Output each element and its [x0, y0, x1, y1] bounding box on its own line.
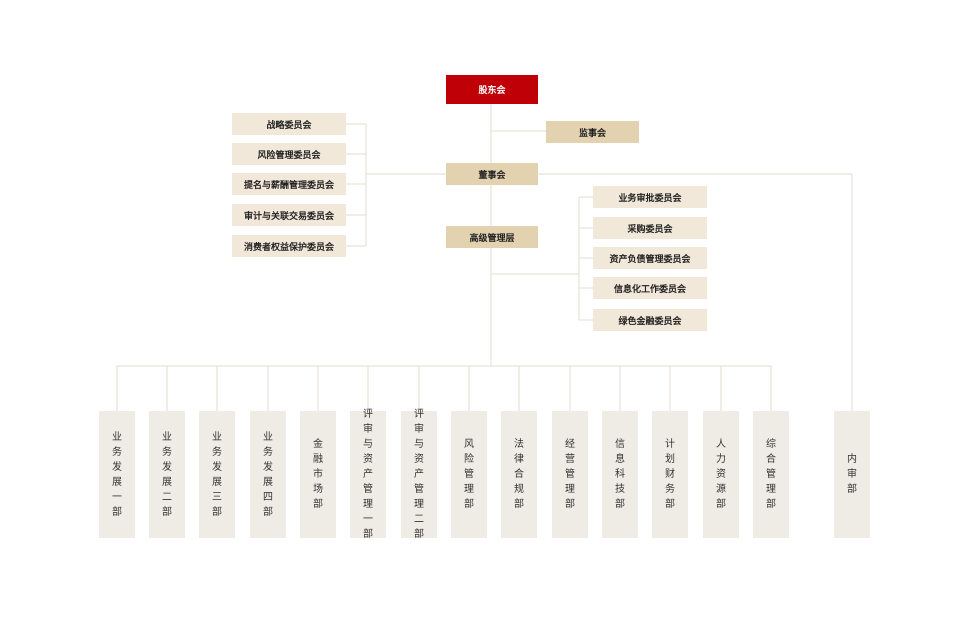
shareholders-label: 股东会	[478, 86, 506, 96]
supervisors-label: 监事会	[578, 128, 606, 139]
mgmt-committee-label: 业务审批委员会	[618, 193, 682, 204]
mgmt-committee-approval: 业务审批委员会	[593, 186, 707, 208]
department-box: 法律合规部	[501, 411, 537, 538]
board-committee-strategy: 战略委员会	[232, 113, 346, 135]
department-box: 经营管理部	[552, 411, 588, 538]
mgmt-committee-label: 采购委员会	[627, 224, 673, 235]
department-box: 业务发展二部	[149, 411, 185, 538]
department-label: 评审与资产管理二部	[414, 409, 424, 540]
supervisors-box: 监事会	[546, 121, 639, 143]
department-label: 评审与资产管理一部	[363, 409, 373, 540]
department-box: 风险管理部	[451, 411, 487, 538]
mgmt-committee-label: 信息化工作委员会	[613, 284, 686, 295]
department-label: 综合管理部	[766, 439, 776, 510]
board-committee-risk: 风险管理委员会	[232, 143, 346, 165]
board-committee-consumer: 消费者权益保护委员会	[232, 235, 346, 257]
department-label: 经营管理部	[565, 439, 575, 510]
department-box: 人力资源部	[703, 411, 739, 538]
board-committee-label: 提名与薪酬管理委员会	[243, 180, 334, 191]
board-committee-label: 战略委员会	[266, 120, 312, 131]
department-label: 业务发展四部	[263, 431, 273, 518]
mgmt-committee-procurement: 采购委员会	[593, 217, 707, 239]
department-label: 法律合规部	[514, 439, 524, 510]
board-box: 董事会	[446, 163, 538, 185]
department-box: 计划财务部	[652, 411, 688, 538]
internal-audit-box: 内审部	[834, 411, 870, 538]
department-box: 业务发展三部	[199, 411, 235, 538]
department-box: 信息科技部	[602, 411, 638, 538]
mgmt-committee-green: 绿色金融委员会	[593, 309, 707, 331]
board-label: 董事会	[478, 170, 506, 181]
mgmt-committee-alm: 资产负债管理委员会	[593, 247, 707, 269]
department-label: 人力资源部	[716, 439, 726, 510]
mgmt-committee-label: 资产负债管理委员会	[609, 254, 691, 265]
department-label: 信息科技部	[615, 439, 625, 510]
department-label: 风险管理部	[464, 439, 474, 510]
department-label: 业务发展三部	[212, 431, 222, 518]
board-committee-label: 审计与关联交易委员会	[243, 211, 334, 222]
mgmt-committee-it: 信息化工作委员会	[593, 277, 707, 299]
internal-audit-label: 内审部	[847, 454, 857, 495]
department-label: 业务发展二部	[162, 431, 172, 518]
department-box: 综合管理部	[753, 411, 789, 538]
shareholders-box: 股东会	[446, 75, 538, 104]
board-committee-label: 消费者权益保护委员会	[243, 242, 334, 253]
department-label: 业务发展一部	[112, 431, 122, 518]
department-box: 金融市场部	[300, 411, 336, 538]
department-box: 评审与资产管理一部	[350, 409, 386, 540]
department-box: 评审与资产管理二部	[401, 409, 437, 540]
board-committee-label: 风险管理委员会	[257, 150, 321, 161]
department-box: 业务发展一部	[99, 411, 135, 538]
senior-management-label: 高级管理层	[469, 233, 515, 244]
mgmt-committee-label: 绿色金融委员会	[618, 316, 682, 327]
board-committee-nomination: 提名与薪酬管理委员会	[232, 173, 346, 195]
senior-management-box: 高级管理层	[446, 226, 538, 248]
department-label: 金融市场部	[313, 439, 323, 510]
department-label: 计划财务部	[665, 439, 675, 510]
board-committee-audit: 审计与关联交易委员会	[232, 204, 346, 226]
department-box: 业务发展四部	[250, 411, 286, 538]
